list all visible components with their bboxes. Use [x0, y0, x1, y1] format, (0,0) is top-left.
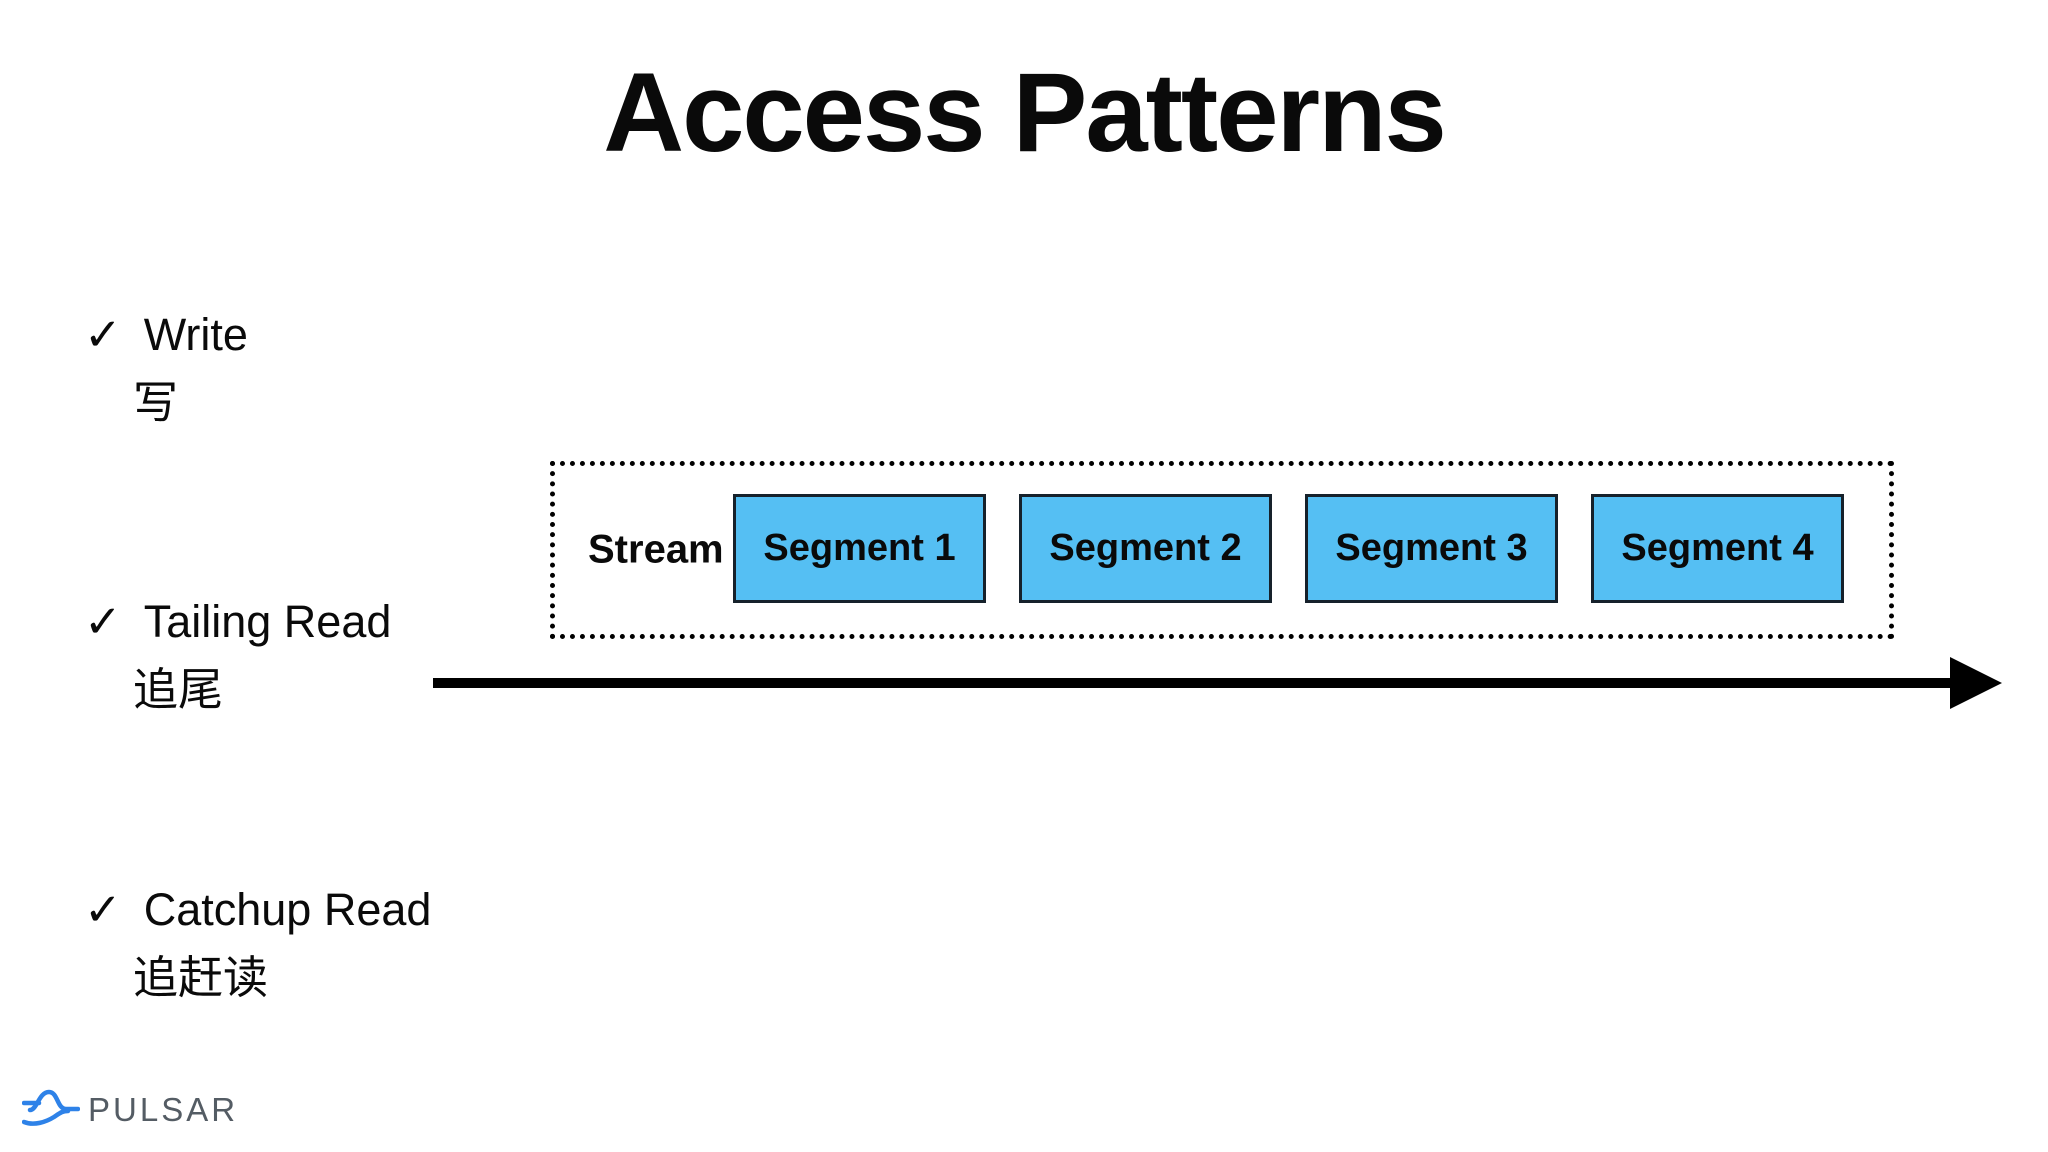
segment-2-box: Segment 2 — [1019, 494, 1272, 603]
checkmark-icon: ✓ — [84, 596, 122, 647]
pulsar-logo-icon — [22, 1089, 80, 1126]
checklist-sublabel-tailing-read: 追尾 — [133, 664, 224, 715]
pulsar-logo-text: PULSAR — [88, 1091, 239, 1128]
segments-row: Segment 1 Segment 2 Segment 3 Segment 4 — [733, 494, 1844, 603]
stream-label: Stream — [588, 527, 724, 572]
checklist-label-write: Write — [143, 309, 248, 360]
time-arrow-shaft — [433, 678, 1953, 688]
checkmark-icon: ✓ — [84, 884, 122, 935]
segment-4-box: Segment 4 — [1591, 494, 1844, 603]
segment-3-box: Segment 3 — [1305, 494, 1558, 603]
time-arrow-head-icon — [1950, 657, 2002, 709]
pulsar-logo: PULSAR — [22, 1086, 238, 1134]
checklist-item-tailing-read: ✓ Tailing Read 追尾 — [84, 588, 391, 724]
checklist-item-catchup-read: ✓ Catchup Read 追赶读 — [84, 876, 431, 1012]
segment-1-box: Segment 1 — [733, 494, 986, 603]
checkmark-icon: ✓ — [84, 309, 122, 360]
checklist-label-tailing-read: Tailing Read — [143, 596, 392, 647]
checklist-item-write: ✓ Write 写 — [84, 301, 248, 437]
page-title: Access Patterns — [603, 50, 1447, 175]
checklist-label-catchup-read: Catchup Read — [143, 884, 432, 935]
checklist-sublabel-write: 写 — [133, 377, 179, 428]
stream-container: Stream Segment 1 Segment 2 Segment 3 Seg… — [550, 461, 1894, 639]
checklist-sublabel-catchup-read: 追赶读 — [133, 952, 269, 1003]
